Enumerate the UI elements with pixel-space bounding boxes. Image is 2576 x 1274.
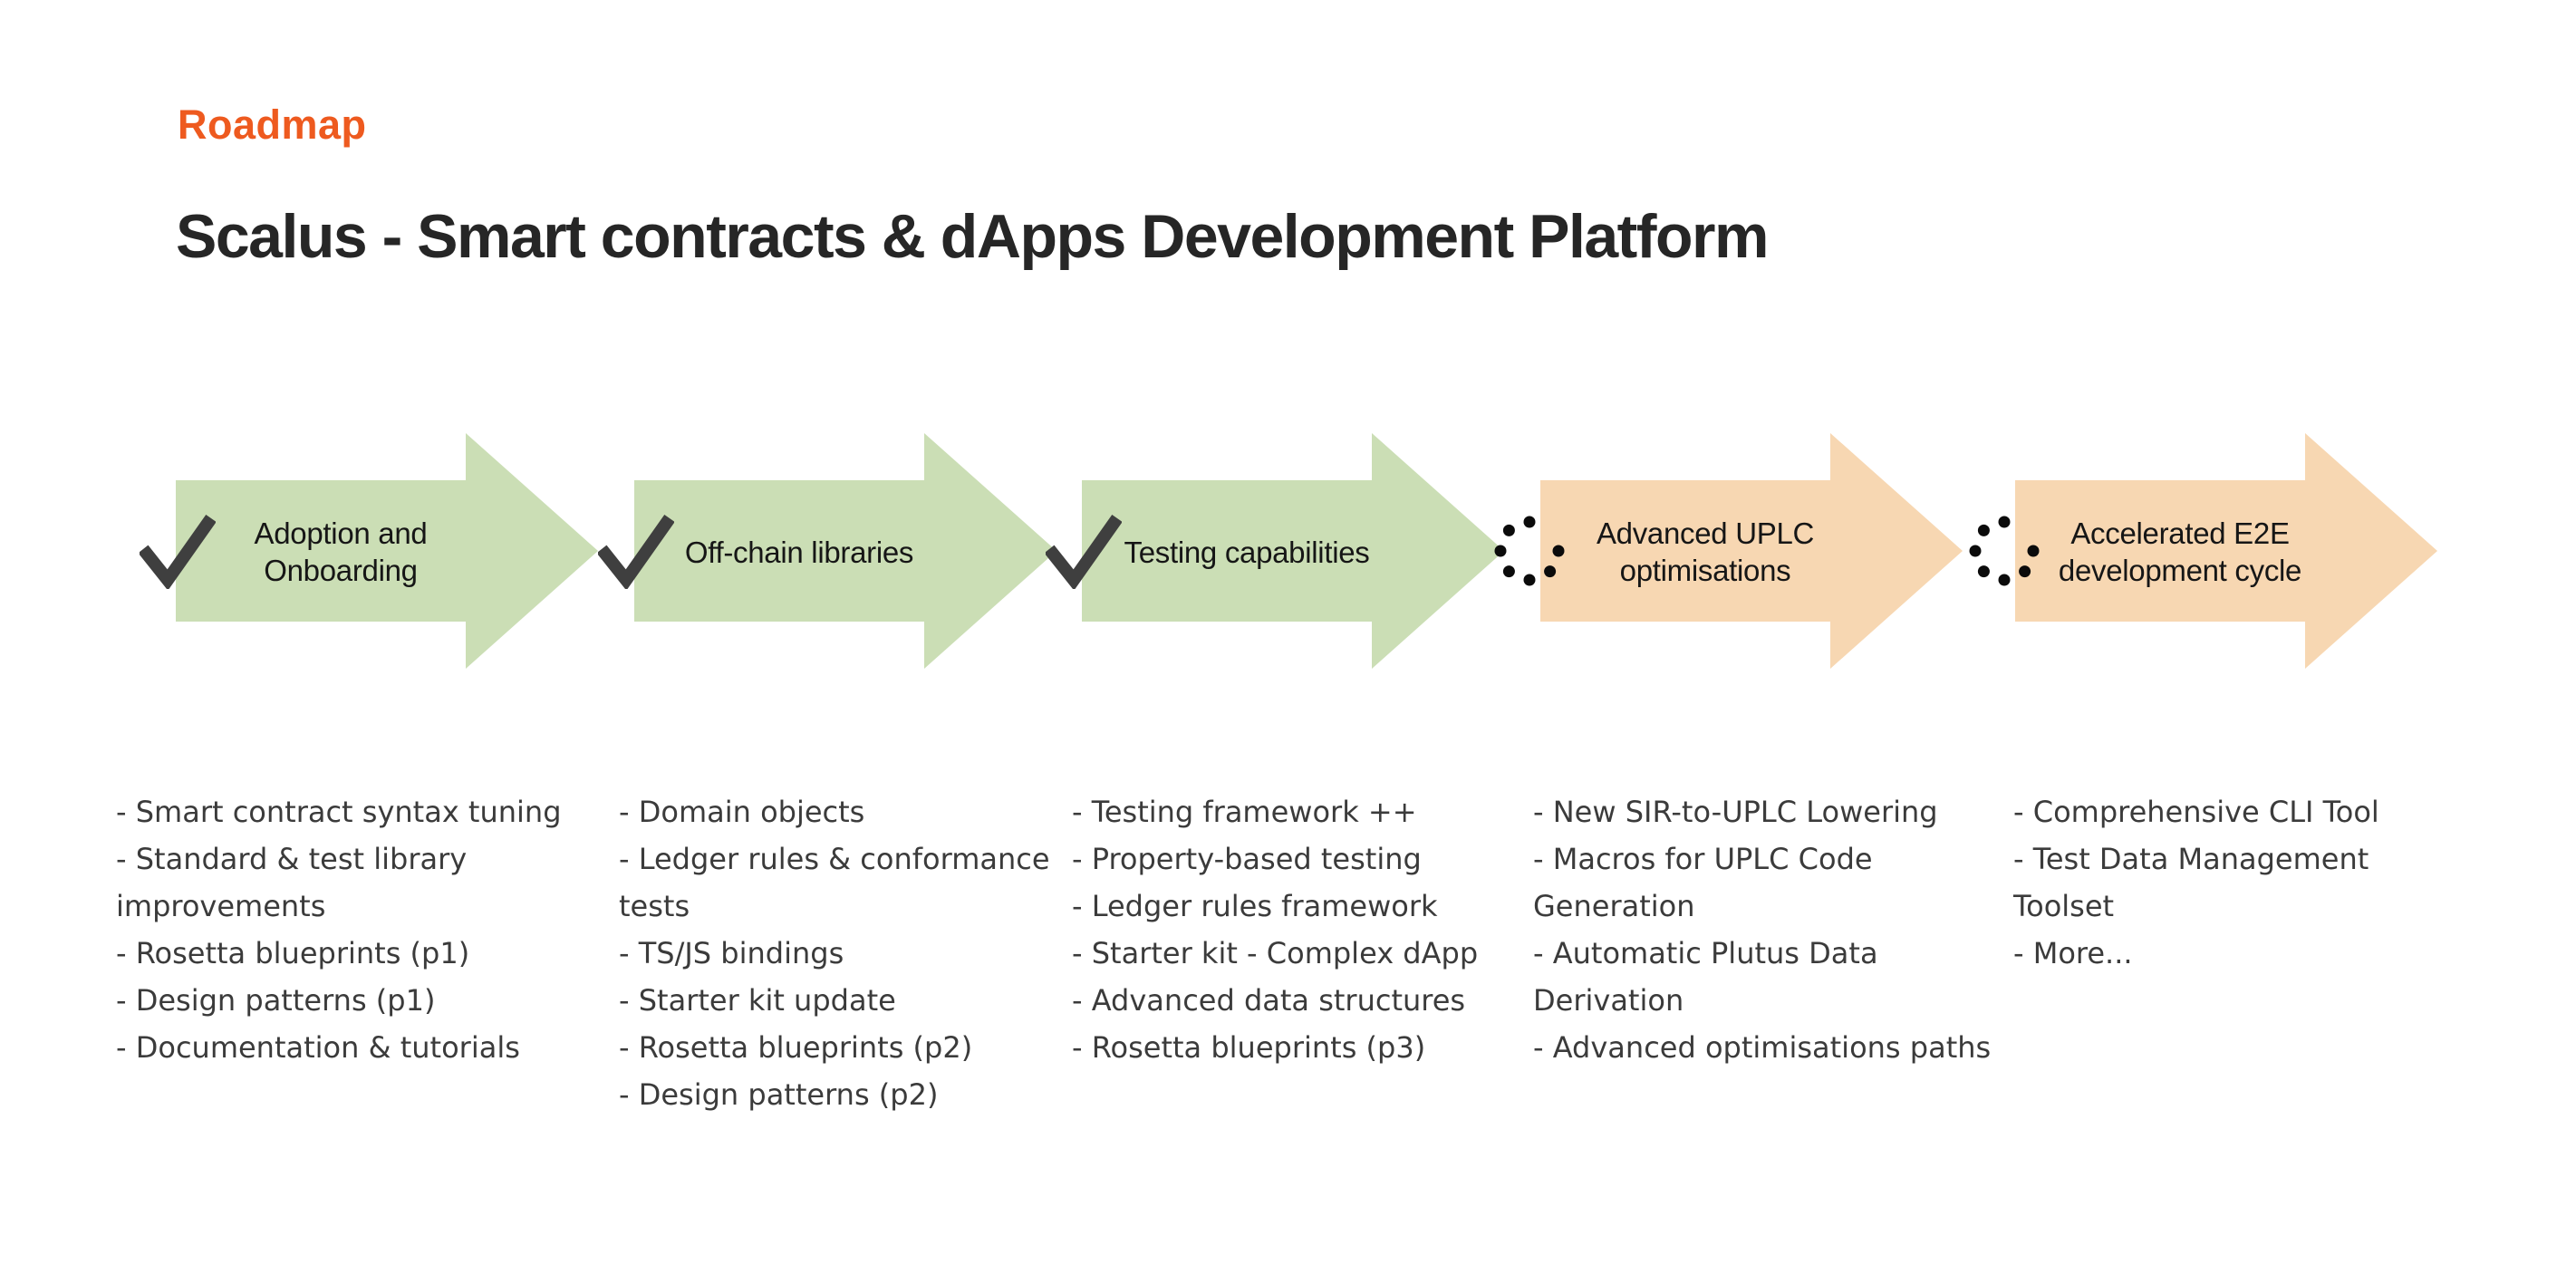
stage-label: Off-chain libraries	[674, 480, 924, 623]
list-item: - Ledger rules & conformance tests	[619, 842, 1050, 923]
stage-label: Accelerated E2E development cycle	[2055, 480, 2305, 623]
list-item: - Test Data Management Toolset	[2013, 842, 2369, 923]
list-item: - More...	[2013, 936, 2133, 970]
stage-items-column: - Smart contract syntax tuning - Standard…	[116, 788, 623, 1071]
stage-label-line: Accelerated E2E	[2070, 516, 2290, 550]
stage-label: Advanced UPLC optimisations	[1580, 480, 1830, 623]
check-icon	[1044, 513, 1123, 594]
list-item: - Advanced data structures	[1072, 983, 1466, 1018]
dotted-circle-icon	[1489, 510, 1570, 596]
list-item: - Design patterns (p2)	[619, 1077, 939, 1112]
stage-label-line: Testing capabilities	[1124, 535, 1370, 569]
eyebrow-label: Roadmap	[178, 101, 367, 148]
list-item: - Ledger rules framework	[1072, 889, 1438, 923]
list-item: - New SIR-to-UPLC Lowering	[1533, 795, 1938, 829]
list-item: - Design patterns (p1)	[116, 983, 436, 1018]
stage-label: Testing capabilities	[1122, 480, 1372, 623]
list-item: - Starter kit update	[619, 983, 896, 1018]
stage-items-column: - New SIR-to-UPLC Lowering - Macros for U…	[1533, 788, 2013, 1071]
dotted-circle-icon	[1963, 510, 2045, 596]
list-item: - TS/JS bindings	[619, 936, 844, 970]
list-item: - Advanced optimisations paths	[1533, 1030, 1992, 1065]
list-item: - Rosetta blueprints (p3)	[1072, 1030, 1426, 1065]
stage-label-line: Advanced UPLC	[1596, 516, 1815, 550]
list-item: - Rosetta blueprints (p1)	[116, 936, 470, 970]
stage-items-column: - Testing framework ++ - Property-based t…	[1072, 788, 1552, 1071]
list-item: - Starter kit - Complex dApp	[1072, 936, 1479, 970]
list-item: - Smart contract syntax tuning	[116, 795, 562, 829]
stage-label-line: development cycle	[2058, 554, 2302, 587]
stage-label-line: Off-chain libraries	[684, 535, 914, 569]
check-icon	[138, 513, 217, 594]
stage-label-line: optimisations	[1619, 554, 1791, 587]
check-icon	[596, 513, 675, 594]
list-item: - Comprehensive CLI Tool	[2013, 795, 2379, 829]
list-item: - Domain objects	[619, 795, 865, 829]
list-item: - Automatic Plutus Data Derivation	[1533, 936, 1878, 1018]
page-title: Scalus - Smart contracts & dApps Develop…	[176, 202, 1769, 271]
list-item: - Macros for UPLC Code Generation	[1533, 842, 1873, 923]
stage-items-column: - Comprehensive CLI Tool - Test Data Mana…	[2013, 788, 2457, 977]
stage-items-column: - Domain objects - Ledger rules & conform…	[619, 788, 1063, 1118]
list-item: - Rosetta blueprints (p2)	[619, 1030, 973, 1065]
stage-label-line: Adoption and	[254, 516, 428, 550]
stage-label-line: Onboarding	[264, 554, 418, 587]
list-item: - Testing framework ++	[1072, 795, 1417, 829]
list-item: - Standard & test library improvements	[116, 842, 468, 923]
list-item: - Property-based testing	[1072, 842, 1422, 876]
list-item: - Documentation & tutorials	[116, 1030, 520, 1065]
